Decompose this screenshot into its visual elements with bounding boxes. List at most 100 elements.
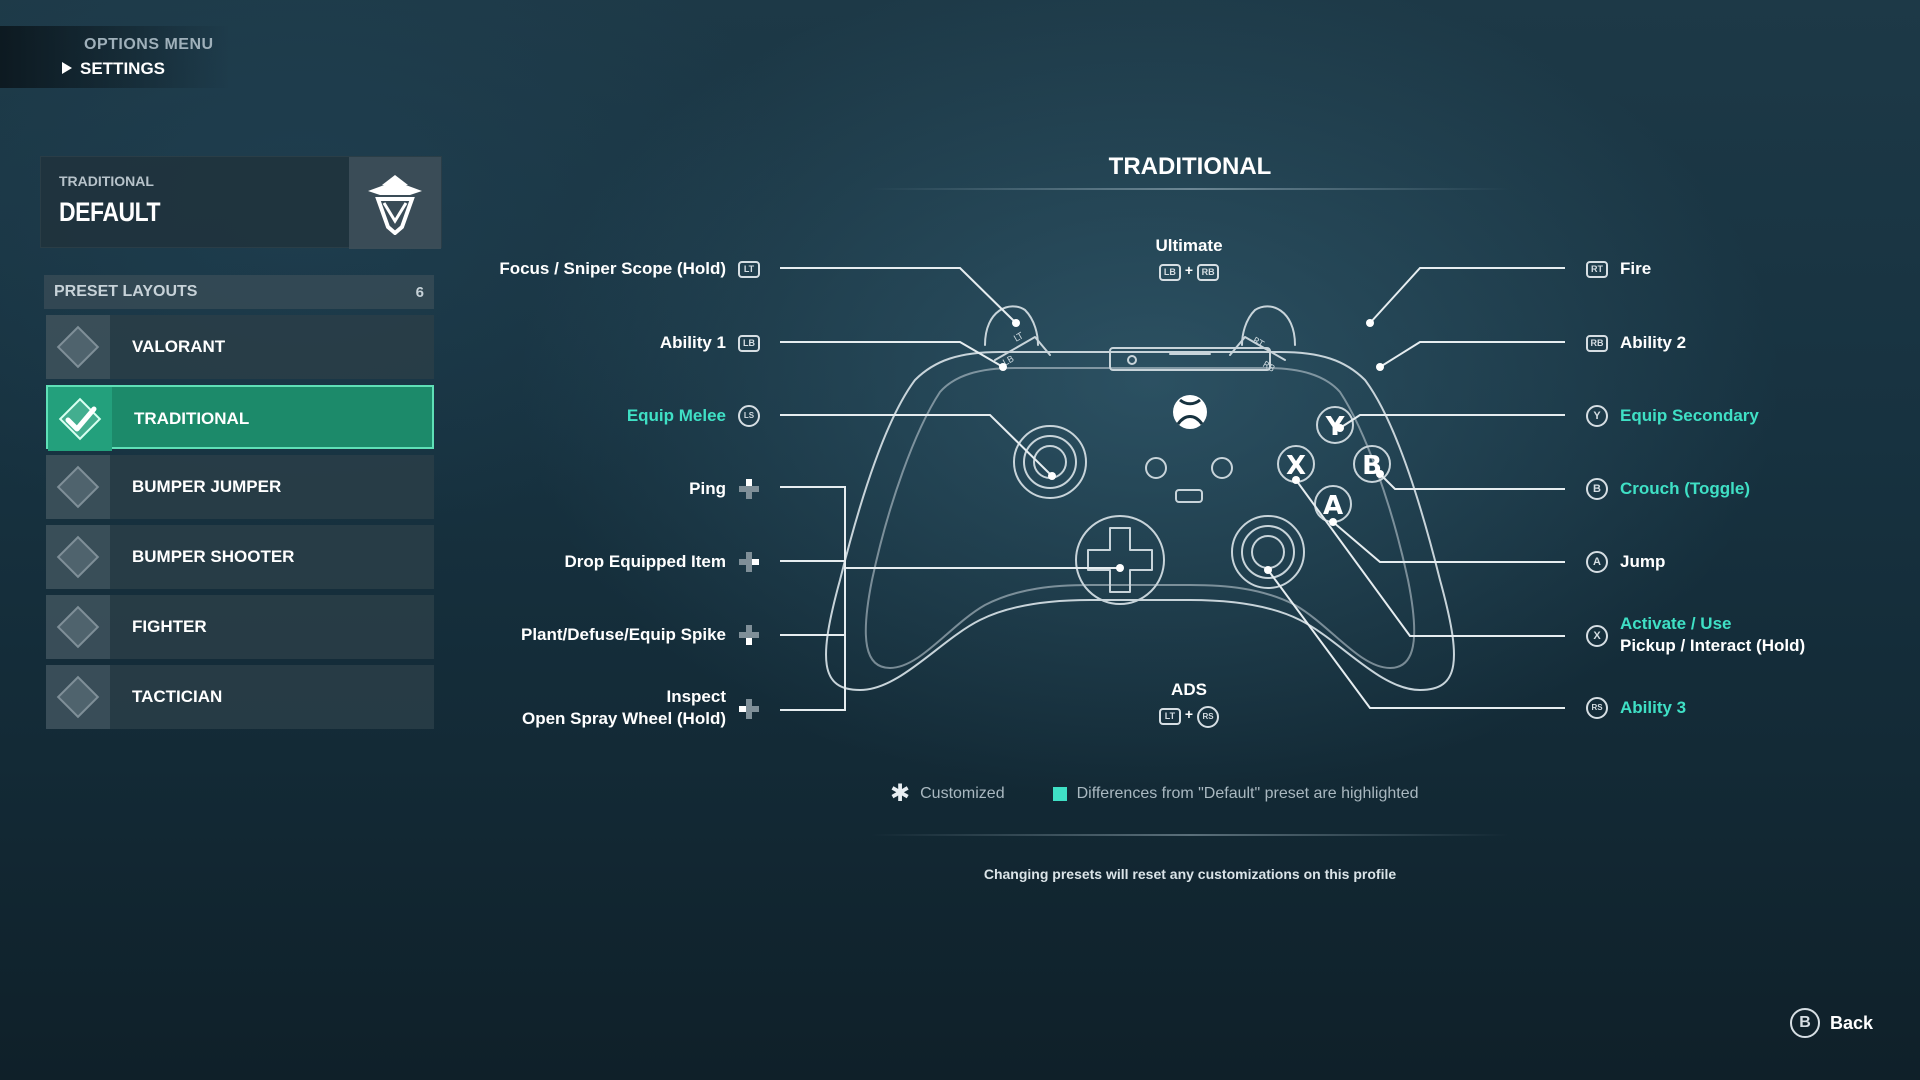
- dpad-right-icon: [737, 550, 761, 574]
- ultimate-binding[interactable]: Ultimate LB+RB: [1129, 236, 1249, 281]
- ads-binding[interactable]: ADS LT+RS: [1129, 680, 1249, 728]
- title-divider: [870, 188, 1510, 190]
- breadcrumb-parent[interactable]: OPTIONS MENU: [84, 36, 214, 53]
- preset-label: FIGHTER: [132, 617, 207, 636]
- preset-count: 6: [415, 283, 424, 301]
- binding-jump[interactable]: Jump: [1620, 552, 1666, 571]
- binding-ping[interactable]: Ping: [689, 479, 726, 498]
- preset-layouts-header: PRESET LAYOUTS 6: [44, 275, 434, 309]
- binding-crouch-toggle[interactable]: Crouch (Toggle): [1620, 479, 1750, 498]
- profile-subtitle: TRADITIONAL: [59, 173, 154, 189]
- preset-label: BUMPER SHOOTER: [132, 547, 295, 566]
- breadcrumb-current-label: SETTINGS: [80, 59, 166, 78]
- svg-text:X: X: [1286, 451, 1306, 481]
- legend-customized-label: Customized: [920, 785, 1005, 802]
- lt-icon: LT: [1158, 708, 1181, 725]
- rs-icon: RS: [1197, 706, 1220, 728]
- lb-icon: LB: [1158, 264, 1181, 281]
- legend-differences: Differences from "Default" preset are hi…: [1052, 785, 1419, 803]
- preset-tactician[interactable]: TACTICIAN: [46, 665, 434, 729]
- b-glyph: B: [1586, 478, 1608, 500]
- legend: ✱ Customized Differences from "Default" …: [890, 780, 1419, 807]
- left-stick-icon: LS: [737, 404, 761, 428]
- preset-traditional[interactable]: TRADITIONAL: [46, 385, 434, 451]
- highlight-swatch-icon: [1052, 787, 1067, 801]
- x-button-icon: X: [1585, 624, 1609, 648]
- rb-icon: RB: [1585, 331, 1609, 355]
- svg-text:B: B: [1362, 451, 1382, 481]
- asterisk-icon: ✱: [890, 780, 911, 807]
- preset-fighter[interactable]: FIGHTER: [46, 595, 434, 659]
- svg-text:LB: LB: [1002, 354, 1017, 368]
- binding-ability-3[interactable]: Ability 3: [1620, 698, 1687, 717]
- controller-body: [825, 351, 1455, 691]
- rt-glyph: RT: [1586, 260, 1608, 278]
- plus-sign: +: [1184, 262, 1194, 278]
- binding-line-2: Open Spray Wheel (Hold): [521, 709, 726, 728]
- rb-glyph: RB: [1586, 334, 1608, 352]
- binding-inspect-spray[interactable]: Inspect Open Spray Wheel (Hold): [522, 686, 726, 730]
- back-button[interactable]: B Back: [1790, 1008, 1873, 1038]
- lb-icon: LB: [737, 331, 761, 355]
- diamond-icon: [46, 665, 110, 729]
- binding-activate-use[interactable]: Activate / Use Pickup / Interact (Hold): [1620, 613, 1805, 657]
- preset-label: BUMPER JUMPER: [132, 477, 282, 496]
- a-button-icon: A: [1585, 550, 1609, 574]
- svg-text:RT: RT: [1251, 336, 1266, 350]
- reset-warning: Changing presets will reset any customiz…: [983, 866, 1397, 882]
- diamond-icon: [46, 525, 110, 589]
- xbox-logo-icon: [1173, 395, 1207, 429]
- binding-line-2: Pickup / Interact (Hold): [1620, 636, 1806, 655]
- binding-fire[interactable]: Fire: [1620, 259, 1652, 278]
- breadcrumb-current: SETTINGS: [62, 59, 165, 79]
- preset-layouts-label: PRESET LAYOUTS: [54, 283, 198, 300]
- a-glyph: A: [1586, 551, 1608, 573]
- checkmark-icon: [48, 387, 112, 451]
- lt-glyph: LT: [738, 260, 760, 278]
- lb-glyph: LB: [738, 334, 760, 352]
- ads-label: ADS: [1171, 680, 1207, 699]
- preset-valorant[interactable]: VALORANT: [46, 315, 434, 379]
- rt-icon: RT: [1585, 257, 1609, 281]
- play-arrow-icon: [62, 62, 72, 74]
- svg-text:Y: Y: [1325, 412, 1346, 442]
- binding-ability-1[interactable]: Ability 1: [659, 333, 726, 352]
- binding-drop-equipped-item[interactable]: Drop Equipped Item: [564, 552, 727, 571]
- binding-equip-melee[interactable]: Equip Melee: [626, 406, 726, 425]
- svg-text:RB: RB: [1261, 360, 1277, 375]
- binding-ability-2[interactable]: Ability 2: [1620, 333, 1687, 352]
- preset-label: TRADITIONAL: [134, 409, 250, 428]
- binding-focus-sniper-scope[interactable]: Focus / Sniper Scope (Hold): [499, 259, 726, 278]
- profile-title: DEFAULT: [59, 197, 161, 227]
- dpad-up-icon: [737, 477, 761, 501]
- diamond-icon: [46, 455, 110, 519]
- rb-icon: RB: [1197, 264, 1220, 281]
- preset-bumper-shooter[interactable]: BUMPER SHOOTER: [46, 525, 434, 589]
- binding-line-1: Activate / Use: [1620, 614, 1732, 633]
- ultimate-label: Ultimate: [1155, 236, 1223, 255]
- x-glyph: X: [1586, 625, 1608, 647]
- back-label: Back: [1830, 1012, 1874, 1033]
- binding-plant-defuse-spike[interactable]: Plant/Defuse/Equip Spike: [521, 625, 726, 644]
- binding-equip-secondary[interactable]: Equip Secondary: [1620, 406, 1759, 425]
- dpad-down-icon: [737, 623, 761, 647]
- rs-glyph: RS: [1586, 697, 1608, 719]
- dpad-left-icon: [737, 697, 761, 721]
- legend-differences-label: Differences from "Default" preset are hi…: [1076, 785, 1419, 802]
- binding-line-1: Inspect: [666, 687, 726, 706]
- right-stick-icon: RS: [1585, 696, 1609, 720]
- preset-label: TACTICIAN: [132, 687, 223, 706]
- y-button-icon: Y: [1585, 404, 1609, 428]
- preset-bumper-jumper[interactable]: BUMPER JUMPER: [46, 455, 434, 519]
- legend-customized: ✱ Customized: [890, 780, 1005, 807]
- y-glyph: Y: [1586, 405, 1608, 427]
- diamond-icon: [46, 595, 110, 659]
- b-button-icon: B: [1585, 477, 1609, 501]
- preset-label: VALORANT: [132, 337, 226, 356]
- b-button-icon: B: [1790, 1008, 1820, 1038]
- breadcrumb: OPTIONS MENU SETTINGS: [0, 26, 230, 88]
- diamond-icon: [46, 315, 110, 379]
- ls-glyph: LS: [738, 405, 760, 427]
- agent-hat-icon: [349, 157, 441, 249]
- svg-text:A: A: [1323, 491, 1343, 521]
